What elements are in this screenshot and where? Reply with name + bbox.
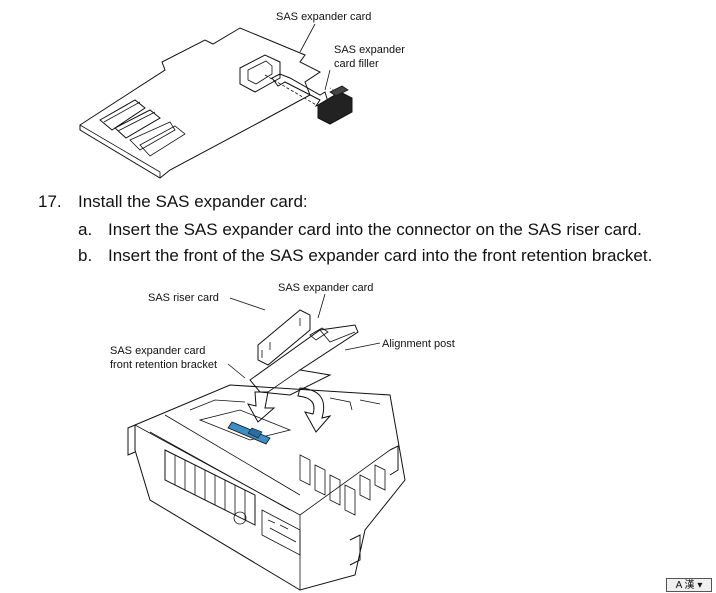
substep-a: a. Insert the SAS expander card into the …: [78, 220, 642, 240]
insert-arrow: [271, 73, 329, 107]
substep-text: Insert the front of the SAS expander car…: [108, 246, 653, 265]
callout-alignment-post: Alignment post: [382, 338, 455, 350]
substep-letter: a.: [78, 220, 93, 239]
substep-letter: b.: [78, 246, 93, 265]
step-17: 17. Install the SAS expander card:: [38, 192, 308, 212]
callout-expander-card-1: SAS expander card: [276, 11, 371, 23]
figure-server-install: SAS riser card SAS expander card Alignme…: [110, 282, 455, 591]
callout-filler-line1: SAS expander: [334, 44, 405, 56]
step-text: Install the SAS expander card:: [78, 192, 308, 211]
substep-text: Insert the SAS expander card into the co…: [108, 220, 642, 239]
callout-expander-card-2: SAS expander card: [278, 282, 373, 294]
card-connector-left: [99, 99, 161, 139]
figure-expander-card-filler: SAS expander card SAS expander card fill…: [79, 11, 405, 179]
ime-indicator[interactable]: A 漢 ▾: [666, 578, 712, 592]
riser-card: [257, 309, 311, 366]
card-filler-part: [317, 91, 353, 125]
drive-bays: [164, 449, 256, 526]
substep-b: b. Insert the front of the SAS expander c…: [78, 246, 652, 266]
insert-down-arrow: [247, 391, 276, 423]
card-slot: [239, 54, 281, 93]
callout-bracket-line2: front retention bracket: [110, 359, 217, 371]
server-chassis: [134, 384, 406, 591]
step-number: 17.: [38, 192, 62, 211]
callout-filler-line2: card filler: [334, 58, 379, 70]
callout-riser-card: SAS riser card: [148, 292, 219, 304]
rotate-arrow: [297, 387, 332, 433]
expander-board: [79, 27, 321, 179]
callout-bracket-line1: SAS expander card: [110, 345, 205, 357]
